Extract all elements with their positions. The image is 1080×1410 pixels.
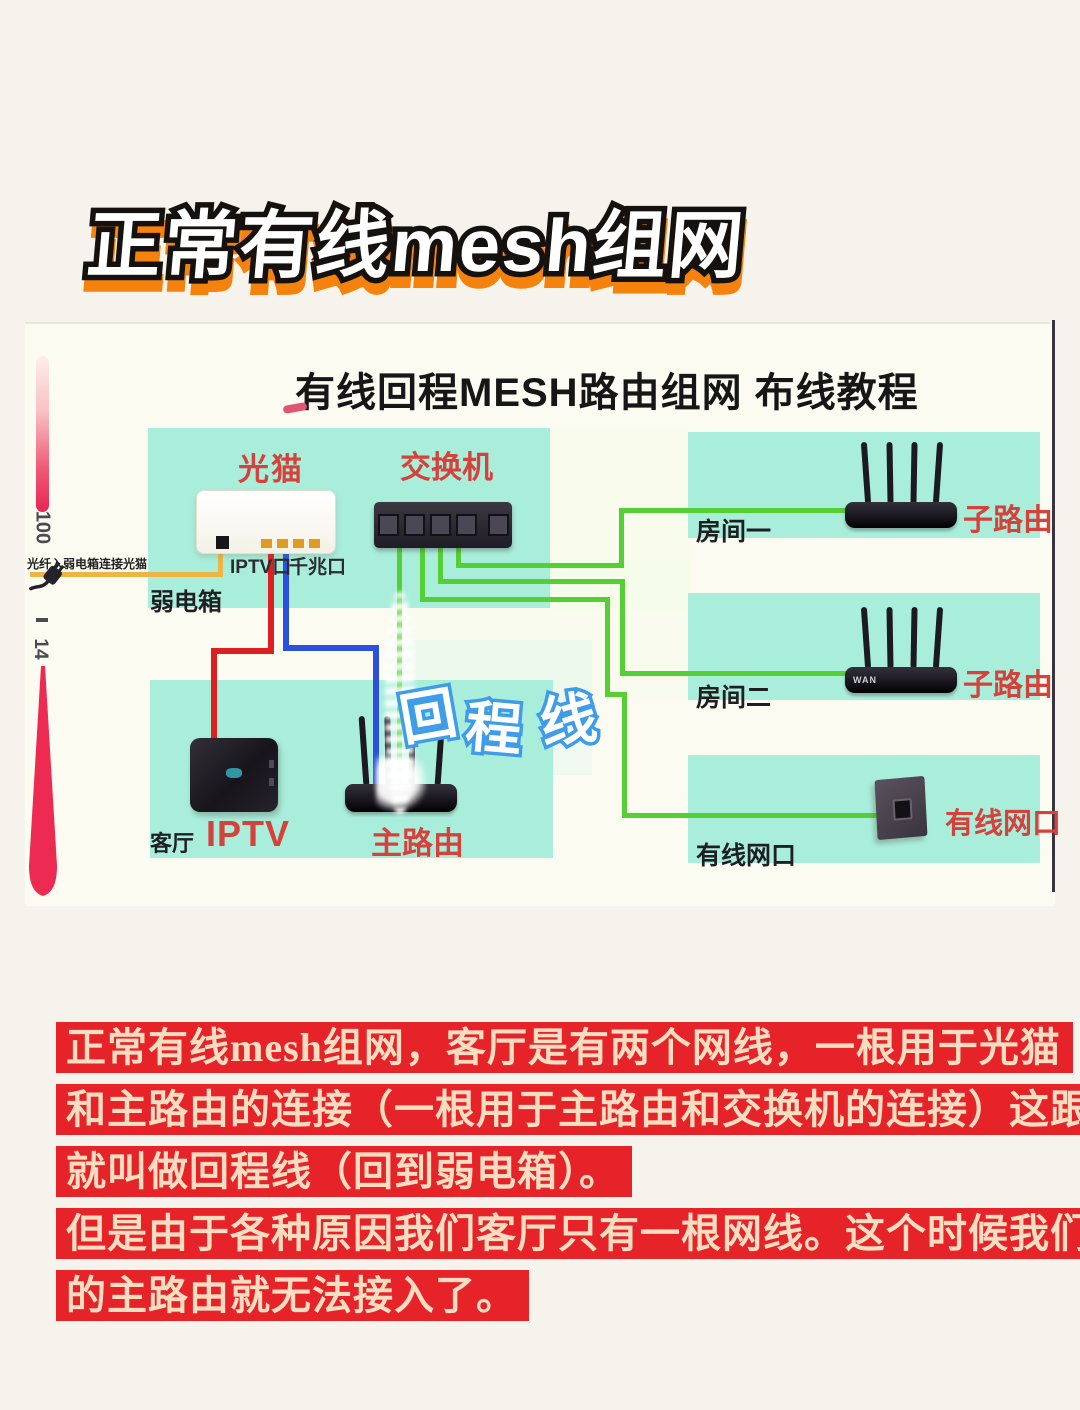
green-cable-wallport: [420, 546, 425, 602]
sub-router-1-label: 子路由: [963, 504, 1053, 537]
backhaul-watermark: 回回 程程 线线: [392, 672, 604, 766]
note-line: 就叫做回程线（回到弱电箱）。: [56, 1146, 632, 1197]
yellow-fiber-cable: [30, 572, 223, 577]
wired-port-label-black: 有线网口: [696, 842, 797, 870]
plug-icon: [28, 556, 70, 609]
modem-fiber-port: [216, 536, 229, 549]
network-switch-device: [374, 502, 512, 548]
rail-count-top: 100: [31, 510, 54, 545]
green-cable-wallport: [622, 813, 878, 818]
note-line: 但是由于各种原因我们客厅只有一根网线。这个时候我们: [56, 1208, 1080, 1259]
blue-cable: [283, 545, 289, 651]
switch-label: 交换机: [400, 450, 493, 485]
iptv-port-label: IPTV口: [230, 557, 292, 578]
page-title: 正常有线mesh组网 正常有线mesh组网 正常有线mesh组网: [78, 186, 754, 305]
wall-port-jack: [892, 798, 913, 821]
rail-count-bottom: 14: [30, 638, 51, 660]
blue-cable: [373, 645, 379, 786]
green-cable-room1: [619, 508, 624, 568]
red-cable: [268, 545, 274, 653]
rail-dash: [36, 618, 48, 622]
white-splash-effect: [376, 756, 426, 816]
green-cable-room1: [456, 563, 624, 568]
red-cable: [211, 648, 217, 748]
yellow-fiber-cable: [218, 545, 223, 577]
green-cable-room2: [438, 546, 443, 584]
iptv-settop-box-device: [190, 738, 278, 812]
living-room-label: 客厅: [150, 831, 195, 856]
diagram-title: 有线回程MESH路由组网 布线教程: [295, 371, 919, 415]
green-cable-wallport: [622, 692, 627, 818]
wan-port-label: WAN: [853, 675, 877, 685]
red-cable: [211, 648, 274, 654]
panel-top-border: [25, 322, 1050, 324]
main-router-label: 主路由: [371, 826, 464, 861]
modem-label: 光猫: [238, 452, 304, 487]
note-line: 的主路由就无法接入了。: [56, 1270, 529, 1321]
green-cable-room2: [620, 579, 625, 676]
wall-network-port-device: [874, 775, 928, 841]
watermark-char: 程: [463, 694, 525, 763]
green-cable-wallport: [605, 597, 610, 697]
sub-router-2-label: 子路由: [963, 669, 1053, 702]
sub-router-1-device: [845, 441, 957, 528]
green-cable-room2: [438, 579, 625, 584]
zone-wired-port: [688, 755, 1040, 863]
iptv-label: IPTV: [206, 813, 291, 854]
red-teardrop-shape: [26, 666, 60, 905]
note-line: 和主路由的连接（一根用于主路由和交换机的连接）这跟: [56, 1084, 1080, 1135]
wired-port-label-red: 有线网口: [945, 808, 1062, 840]
page-title-fill: 正常有线mesh组网: [83, 204, 749, 287]
room1-label: 房间一: [696, 518, 772, 546]
note-line: 正常有线mesh组网，客厅是有两个网线，一根用于光猫: [56, 1022, 1073, 1073]
sub-router-2-device: WAN: [845, 606, 957, 693]
room2-label: 房间二: [696, 684, 772, 712]
blue-cable: [283, 645, 379, 651]
green-cable-wallport: [605, 692, 627, 697]
optical-modem-device: [196, 490, 336, 554]
green-cable-room2: [620, 671, 858, 676]
iptv-box-logo: [226, 768, 242, 778]
green-cable-room1: [456, 546, 461, 568]
notes-block: 正常有线mesh组网，客厅是有两个网线，一根用于光猫 和主路由的连接（一根用于主…: [56, 1022, 1080, 1321]
green-cable-wallport: [420, 597, 610, 602]
modem-lan-ports: [261, 539, 320, 548]
watermark-char: 线: [536, 685, 601, 756]
green-cable-room1: [619, 508, 858, 513]
gigabit-port-label: 千兆口: [289, 557, 347, 578]
weak-box-label: 弱电箱: [150, 589, 222, 616]
progress-gradient-bar: [36, 356, 49, 512]
panel-right-border: [1052, 320, 1055, 892]
